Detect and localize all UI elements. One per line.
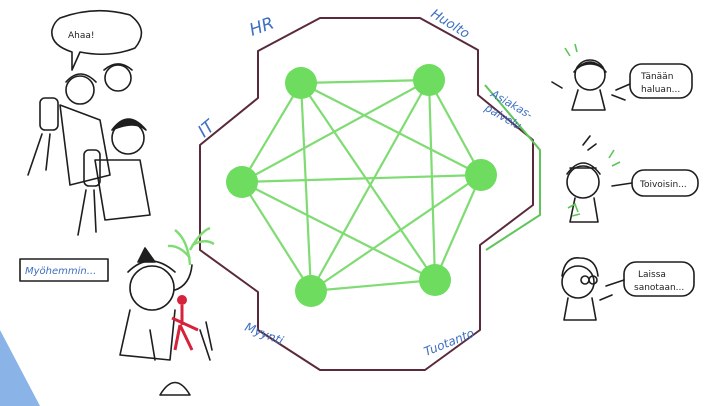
- organization-outline: [199, 17, 534, 371]
- network-edge-n2-n4: [240, 78, 431, 184]
- later-sign: Myöhemmin...: [19, 258, 109, 282]
- network-edge-n4-n5: [240, 180, 313, 293]
- person-wanting: [551, 43, 626, 111]
- network-edge-n1-n2: [299, 78, 431, 85]
- network-edges: [240, 78, 483, 293]
- person-law: [561, 257, 613, 321]
- corner-accent-shape: [0, 330, 40, 406]
- label-myynti: Myynti: [243, 320, 286, 348]
- bubble-middle-text: Toivoisin...: [639, 180, 687, 190]
- recycle-icon: [567, 202, 581, 217]
- left-scene: Ahaa! Myöhemmin...: [19, 9, 215, 396]
- network-edge-n1-n4: [240, 81, 303, 184]
- label-it: IT: [194, 116, 220, 142]
- person-wishing: [566, 135, 621, 223]
- label-hr: HR: [247, 13, 277, 40]
- later-sign-text: Myöhemmin...: [25, 266, 96, 277]
- jetpack-figures: [27, 63, 151, 236]
- network-node-n3: [465, 159, 497, 191]
- network-edge-n1-n5: [299, 81, 313, 293]
- network-node-n2: [413, 64, 445, 96]
- right-scene: Tänään haluan... Toivoisin...: [551, 43, 699, 321]
- network-edge-n2-n6: [427, 78, 437, 282]
- network-edge-n1-n6: [299, 81, 437, 282]
- red-creature-icon: [171, 305, 199, 351]
- plant-icon: [167, 226, 215, 266]
- network-edge-n3-n6: [433, 173, 483, 282]
- network-node-n5: [295, 275, 327, 307]
- network-edge-n3-n4: [240, 173, 483, 184]
- network-edge-n2-n5: [309, 78, 431, 293]
- network-edge-n5-n6: [309, 278, 437, 293]
- network-node-n4: [226, 166, 258, 198]
- network-edge-n3-n5: [309, 173, 483, 293]
- customer-service-accent-line: [484, 84, 541, 251]
- label-tuotanto: Tuotanto: [422, 326, 476, 359]
- network-edge-n4-n6: [240, 180, 437, 282]
- speech-bubble-ahaa: Ahaa!: [51, 9, 143, 71]
- network-edge-n2-n3: [427, 78, 483, 177]
- bubble-toivoisin: Toivoisin...: [611, 169, 699, 197]
- bubble-bottom-line1: Laissa: [638, 270, 666, 280]
- label-huolto: Huolto: [428, 7, 472, 42]
- network-edge-n1-n3: [299, 81, 483, 177]
- network-nodes: [226, 64, 497, 307]
- bubble-tanaan-haluan: Tänään haluan...: [615, 63, 693, 99]
- bubble-bottom-line2: sanotaan...: [634, 283, 684, 293]
- gardener-figure: [119, 226, 215, 396]
- network-diagram: HR Huolto Asiakas- palvelu IT Myynti Tuo…: [194, 7, 541, 371]
- network-node-n6: [419, 264, 451, 296]
- bubble-top-line2: haluan...: [641, 85, 680, 95]
- speech-bubble-text: Ahaa!: [68, 31, 95, 41]
- network-node-n1: [285, 67, 317, 99]
- bubble-top-line1: Tänään: [640, 72, 673, 82]
- bubble-laissa-sanotaan: Laissa sanotaan...: [605, 261, 695, 297]
